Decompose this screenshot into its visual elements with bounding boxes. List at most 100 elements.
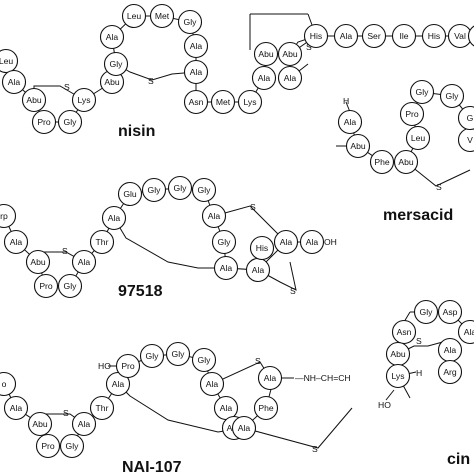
residue-circle [27,411,53,437]
residue-cinnamycin-2: Asp [437,299,463,325]
residue-label: Asp [443,307,458,317]
residue-97518-7: Thr [89,229,115,255]
residue-97518-12: Gly [191,177,217,203]
peptide-names: nisin mersacid 97518 NAI-107 cin [118,123,470,474]
residue-label: Lys [391,371,404,381]
residue-circle [183,89,209,115]
residue-label: Ala [220,403,233,413]
residue-label: Gly [218,237,232,247]
residue-label: Gly [64,117,78,127]
residue-circle [59,433,85,459]
residue-circle [457,105,474,131]
residue-circle [277,65,303,91]
residue-label: Ile [399,31,408,41]
cinnamycin-h: H [416,368,422,378]
residue-circle [273,229,299,255]
residue-circle [467,25,474,47]
residue-nai107-5: Gly [59,433,85,459]
residue-nisin-3: Abu [21,87,47,113]
residue-circle [191,177,217,203]
residue-circle [421,23,447,49]
residue-label: Ala [464,327,474,337]
peptide-name-mersacidin: mersacid [383,207,453,224]
peptide-name-nisin: nisin [118,123,155,140]
residue-label: Ala [206,379,219,389]
residue-label: His [256,243,268,253]
residue-nisin-9: Ala [99,24,125,50]
residue-nisin-1: Leu [0,48,19,74]
residue-97518-6: Ala [71,249,97,275]
residue-label: Abu [104,77,120,87]
residue-circle [277,41,303,67]
residue-label: Lys [243,97,256,107]
residue-label: Glu [123,189,137,199]
residue-label: Lys [77,95,90,105]
residue-circle [71,249,97,275]
residue-nisin-5: Gly [57,109,83,135]
97518-sulfur-1: S [62,246,68,256]
residue-circle [210,89,236,115]
residue-label: Phe [374,157,390,167]
residue-label: Gly [146,351,160,361]
residue-label: Abu [30,257,46,267]
residue-label: Ala [208,211,221,221]
residue-cinnamycin-6: Ala [437,337,463,363]
residue-97518-1: rp [0,203,17,229]
residue-circle [149,3,175,29]
residue-cinnamycin-7: Arg [437,359,463,385]
residue-label: Ser [367,31,381,41]
residue-circle [25,249,51,275]
residue-circle [253,41,279,67]
residue-circle [385,363,411,389]
residue-nai107-10: Gly [139,343,165,369]
residue-nisin-23: Ala [333,23,359,49]
mersacidin-h: H [343,96,349,106]
residue-mersacidin-2: Abu [345,133,371,159]
residue-circle [33,273,59,299]
nai107-sulfur-1: S [63,408,69,418]
residue-97518-3: Abu [25,249,51,275]
residue-mersacidin-6: Pro [399,101,425,127]
residue-circle [457,319,474,345]
residue-label: Ala [306,237,319,247]
nai107-sulfur-2: S [255,356,261,366]
residue-circle [139,343,165,369]
residue-label: Leu [0,56,13,66]
residue-label: Gly [446,91,460,101]
residue-circle [31,109,57,135]
residue-nisin-4: Pro [31,109,57,135]
residue-97518-15: Ala [213,255,239,281]
residue-nisin-20: Ala [277,65,303,91]
residue-circle [183,33,209,59]
peptide-name-nai107: NAI-107 [122,459,182,474]
residue-nai107-6: Ala [71,411,97,437]
residue-label: Gly [184,17,198,27]
residue-circle [71,411,97,437]
residue-circle [3,229,29,255]
residue-circle [361,23,387,49]
residue-mersacidin-8: Gly [439,83,465,109]
residue-label: Leu [411,133,426,143]
residue-label: Gly [66,441,80,451]
residue-label: Ala [106,32,119,42]
mersacidin-sulfur: S [436,182,442,192]
residue-circle [303,23,329,49]
residue-circle [199,371,225,397]
residue-circle [437,299,463,325]
residue-nisin-16: Met [210,89,236,115]
nisin-sulfur-2: S [148,76,154,86]
residue-nisin-26: His [421,23,447,49]
residue-circle [439,83,465,109]
residue-label: Ala [220,263,233,273]
nai107-ho: HO [98,361,111,371]
residue-circle [89,395,115,421]
residue-nisin-22: His [303,23,329,49]
residue-label: Pro [39,281,53,291]
residue-circle [1,69,27,95]
residue-mersacidin-5: Leu [405,125,431,151]
residue-label: Abu [258,49,274,59]
97518-bridge-4 [257,261,297,291]
residue-label: Ala [258,73,271,83]
residue-label: G [467,113,474,123]
